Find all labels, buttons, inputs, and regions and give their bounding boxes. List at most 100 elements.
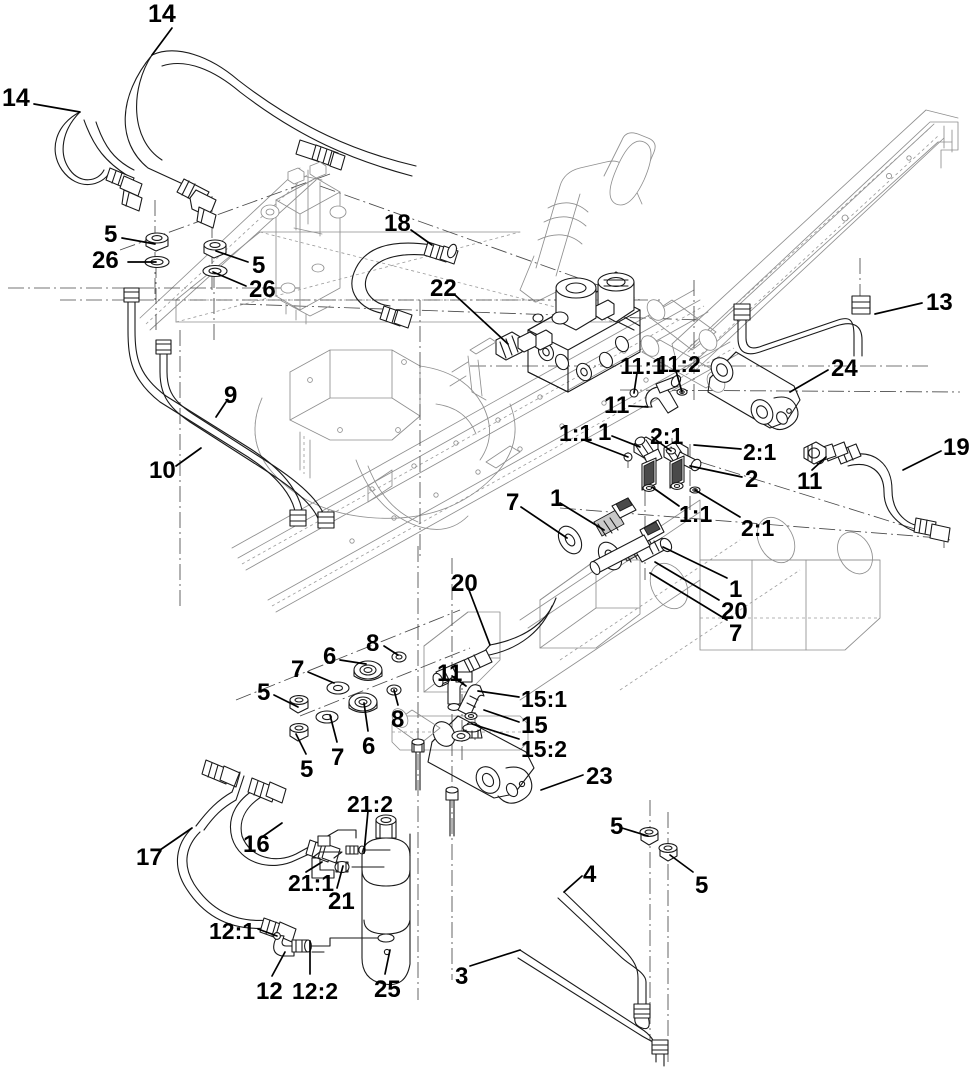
leader-5 bbox=[121, 237, 156, 245]
leader-3 bbox=[469, 949, 521, 967]
leader-2-1 bbox=[651, 436, 672, 452]
bolt-ends-mid bbox=[411, 738, 459, 837]
leader-5 bbox=[273, 694, 299, 708]
callout-18[interactable]: 18 bbox=[384, 210, 411, 237]
callout-12-2[interactable]: 12:2 bbox=[292, 978, 339, 1004]
elbow-11-center bbox=[629, 335, 726, 414]
leader-26 bbox=[212, 271, 247, 287]
cylinder-24 bbox=[646, 299, 801, 431]
callout-7[interactable]: 7 bbox=[331, 744, 345, 771]
callout-8[interactable]: 8 bbox=[391, 706, 405, 733]
callout-2-1[interactable]: 2:1 bbox=[650, 423, 684, 449]
callout-22[interactable]: 22 bbox=[430, 275, 457, 302]
callout-5[interactable]: 5 bbox=[257, 679, 271, 706]
callout-21[interactable]: 21 bbox=[328, 888, 355, 915]
fastener-stack-upper bbox=[144, 232, 228, 278]
hose-18 bbox=[351, 241, 459, 329]
callout-17[interactable]: 17 bbox=[136, 844, 163, 871]
callout-7[interactable]: 7 bbox=[291, 656, 305, 683]
callout-12[interactable]: 12 bbox=[256, 978, 283, 1005]
leader-22 bbox=[454, 294, 509, 345]
callout-3[interactable]: 3 bbox=[455, 963, 469, 990]
callout-21-2[interactable]: 21:2 bbox=[347, 791, 394, 817]
leader-7 bbox=[520, 506, 568, 539]
leader-21-1 bbox=[305, 861, 323, 873]
hose-14-lower bbox=[54, 111, 143, 212]
callout-9[interactable]: 9 bbox=[224, 382, 238, 409]
hose-20-assembly bbox=[432, 597, 557, 739]
callout-7[interactable]: 7 bbox=[506, 489, 520, 516]
callout-8[interactable]: 8 bbox=[366, 630, 380, 657]
callout-6[interactable]: 6 bbox=[362, 733, 376, 760]
leader-2-1 bbox=[693, 444, 742, 450]
callout-11[interactable]: 11 bbox=[797, 468, 823, 495]
callout-13[interactable]: 13 bbox=[926, 289, 953, 316]
callout-1[interactable]: 1 bbox=[729, 576, 743, 603]
callout-12-1[interactable]: 12:1 bbox=[209, 918, 256, 944]
callout-5[interactable]: 5 bbox=[695, 872, 709, 899]
callout-21-1[interactable]: 21:1 bbox=[288, 870, 335, 896]
callout-15-1[interactable]: 15:1 bbox=[521, 686, 568, 712]
leader-13 bbox=[874, 302, 923, 315]
callout-23[interactable]: 23 bbox=[586, 763, 613, 790]
callout-2[interactable]: 2 bbox=[745, 466, 759, 493]
bushing-stack bbox=[289, 651, 407, 742]
callout-5[interactable]: 5 bbox=[104, 221, 118, 248]
fitting-cluster-1-7-20 bbox=[557, 497, 673, 576]
callout-10[interactable]: 10 bbox=[149, 457, 176, 484]
callout-11[interactable]: 11 bbox=[437, 660, 463, 687]
callout-1-1[interactable]: 1:1 bbox=[679, 501, 713, 527]
callout-11-2[interactable]: 11:2 bbox=[656, 351, 701, 377]
ghost-pump-body bbox=[260, 161, 347, 325]
leader-21 bbox=[336, 865, 344, 889]
callout-20[interactable]: 20 bbox=[721, 598, 748, 625]
callout-7[interactable]: 7 bbox=[729, 620, 743, 647]
callout-4[interactable]: 4 bbox=[583, 861, 597, 888]
callout-2-1[interactable]: 2:1 bbox=[741, 515, 775, 541]
callout-1[interactable]: 1 bbox=[598, 419, 612, 446]
leader-5 bbox=[669, 854, 694, 873]
elbow-11-right bbox=[803, 441, 827, 465]
leader-24 bbox=[789, 369, 829, 393]
callout-1[interactable]: 1 bbox=[550, 485, 564, 512]
callout-1-1[interactable]: 1:1 bbox=[559, 420, 593, 446]
leader-11 bbox=[811, 456, 827, 471]
callout-19[interactable]: 19 bbox=[943, 434, 970, 461]
callout-15[interactable]: 15 bbox=[521, 712, 548, 739]
leader-12 bbox=[271, 951, 286, 977]
callout-leader-lines bbox=[33, 27, 942, 977]
leader-15-1 bbox=[477, 690, 520, 698]
fitting-1-stack bbox=[623, 436, 702, 494]
callout-14[interactable]: 14 bbox=[148, 0, 176, 28]
callout-20[interactable]: 20 bbox=[451, 570, 478, 597]
callout-2-1[interactable]: 2:1 bbox=[743, 439, 777, 465]
leader-1-1 bbox=[651, 486, 680, 507]
callout-26[interactable]: 26 bbox=[92, 247, 119, 274]
leader-1 bbox=[559, 502, 605, 531]
callout-15-2[interactable]: 15:2 bbox=[521, 736, 568, 762]
callout-5[interactable]: 5 bbox=[300, 756, 314, 783]
callout-5[interactable]: 5 bbox=[610, 813, 624, 840]
hose-14-upper bbox=[124, 50, 417, 229]
callout-11-1[interactable]: 11:1 bbox=[620, 353, 665, 379]
leader-5 bbox=[295, 733, 307, 755]
callout-16[interactable]: 16 bbox=[243, 831, 270, 858]
callout-26[interactable]: 26 bbox=[249, 276, 276, 303]
leader-8 bbox=[383, 645, 399, 656]
callout-11[interactable]: 11 bbox=[604, 392, 630, 419]
leader-5 bbox=[215, 250, 249, 263]
leader-12-1 bbox=[257, 928, 278, 937]
cylinder-23 bbox=[391, 708, 535, 804]
fitting-12-assembly bbox=[273, 932, 379, 957]
callout-25[interactable]: 25 bbox=[374, 976, 401, 1003]
callout-24[interactable]: 24 bbox=[831, 355, 858, 382]
callout-14[interactable]: 14 bbox=[2, 84, 30, 112]
leader-1 bbox=[662, 546, 728, 579]
leader-1-1 bbox=[583, 439, 629, 458]
leader-11 bbox=[451, 675, 467, 687]
leader-1 bbox=[611, 435, 641, 448]
callout-5[interactable]: 5 bbox=[252, 252, 266, 279]
callout-6[interactable]: 6 bbox=[323, 643, 337, 670]
